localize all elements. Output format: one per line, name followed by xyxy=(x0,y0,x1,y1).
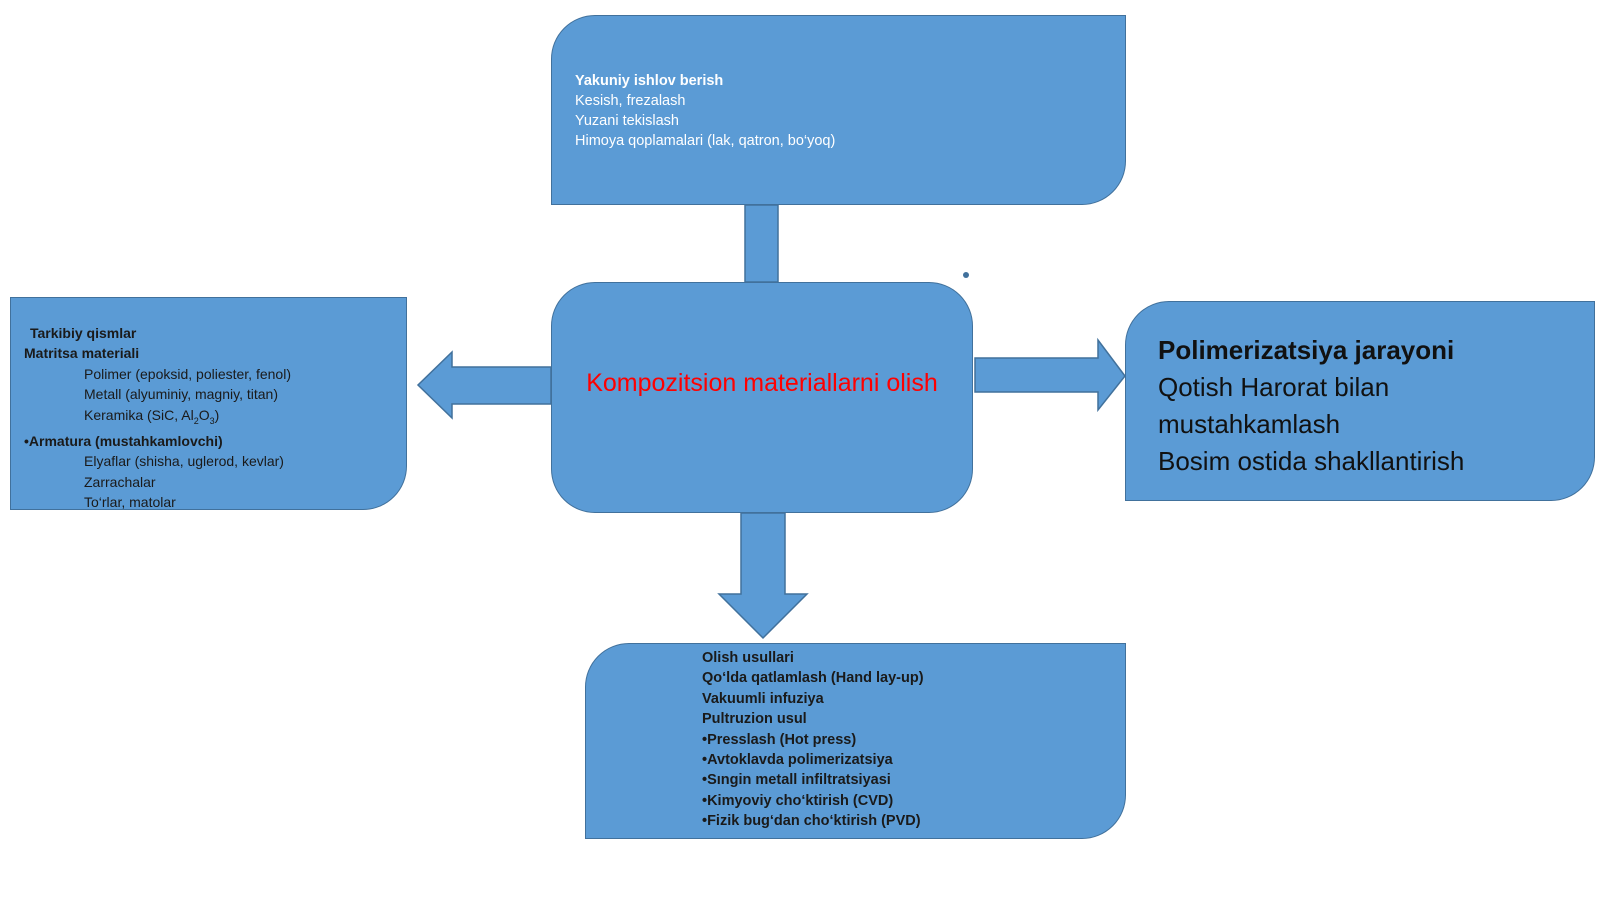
methods-item: •Avtoklavda polimerizatsiya xyxy=(702,752,893,769)
methods-item: •Presslash (Hot press) xyxy=(702,731,857,748)
polymerization-line: mustahkamlash xyxy=(1158,409,1341,439)
final-processing-heading: Yakuniy ishlov berish xyxy=(575,73,724,89)
stray-dot xyxy=(963,272,969,278)
methods-item: Qo‘lda qatlamlash (Hand lay-up) xyxy=(702,670,924,687)
final-processing-item: Himoya qoplamalari (lak, qatron, bo‘yoq) xyxy=(575,133,836,149)
polymerization-line: Bosim ostida shakllantirish xyxy=(1158,446,1465,476)
matrix-item: Polimer (epoksid, poliester, fenol) xyxy=(84,365,291,382)
armature-item: Elyaflar (shisha, uglerod, kevlar) xyxy=(84,453,284,470)
final-processing-box: Yakuniy ishlov berish Kesish, frezalash … xyxy=(551,15,1126,205)
final-processing-item: Yuzani tekislash xyxy=(575,113,679,129)
components-box: Tarkibiy qismlar Matritsa materiali Poli… xyxy=(10,297,407,510)
central-topic-title: Kompozitsion materiallarni olish xyxy=(586,369,938,397)
methods-item: Vakuumli infuziya xyxy=(702,690,824,707)
methods-box: Olish usullari Qo‘lda qatlamlash (Hand l… xyxy=(585,643,1126,839)
armature-item: To‘rlar, matolar xyxy=(84,494,176,511)
arrow-down xyxy=(717,512,809,640)
polymerization-line: Qotish Harorat bilan xyxy=(1158,372,1390,402)
connector-top-bar xyxy=(744,204,779,283)
methods-item: •Sıngin metall infiltratsiyasi xyxy=(702,772,891,789)
armature-heading: •Armatura (mustahkamlovchi) xyxy=(24,432,223,449)
components-heading: Tarkibiy qismlar xyxy=(30,325,137,341)
arrow-left xyxy=(416,350,552,420)
armature-item: Zarrachalar xyxy=(84,473,156,490)
polymerization-heading: Polimerizatsiya jarayoni xyxy=(1158,335,1455,365)
methods-item: •Fizik bug‘dan cho‘ktirish (PVD) xyxy=(702,813,921,830)
central-topic-box: Kompozitsion materiallarni olish xyxy=(551,282,973,513)
methods-item: Pultruzion usul xyxy=(702,711,807,728)
methods-item: •Kimyoviy cho‘ktirish (CVD) xyxy=(702,792,894,809)
matrix-heading: Matritsa materiali xyxy=(24,345,140,362)
matrix-item-ceramic: Keramika (SiC, Al2O3) xyxy=(84,406,220,426)
polymerization-box: Polimerizatsiya jarayoni Qotish Harorat … xyxy=(1125,301,1595,501)
final-processing-item: Kesish, frezalash xyxy=(575,93,686,109)
methods-heading: Olish usullari xyxy=(702,650,794,666)
matrix-item: Metall (alyuminiy, magniy, titan) xyxy=(84,386,278,403)
arrow-right xyxy=(974,337,1126,413)
